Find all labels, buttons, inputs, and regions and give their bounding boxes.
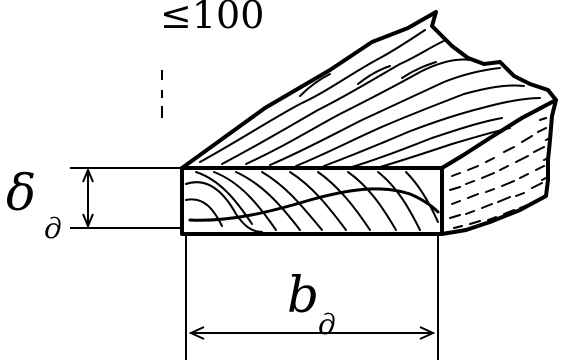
thickness-dimension (70, 167, 182, 229)
thickness-arrow-top (82, 167, 94, 183)
board-end-face (440, 98, 558, 236)
width-dimension (185, 236, 439, 360)
cross-section-grain (185, 171, 440, 233)
width-label-subscript: д (318, 308, 336, 341)
top-face-grain (199, 29, 541, 168)
width-arrow-right (419, 326, 436, 340)
width-arrow-left (188, 326, 205, 340)
end-face-texture (449, 117, 551, 229)
thickness-arrow-bottom (82, 213, 94, 229)
spacing-limit-label: ≤100 (160, 0, 264, 37)
wood-board-illustration (180, 10, 558, 236)
thickness-label-subscript: д (44, 212, 62, 245)
width-label: b (287, 266, 319, 324)
thickness-label: δ (6, 164, 36, 222)
